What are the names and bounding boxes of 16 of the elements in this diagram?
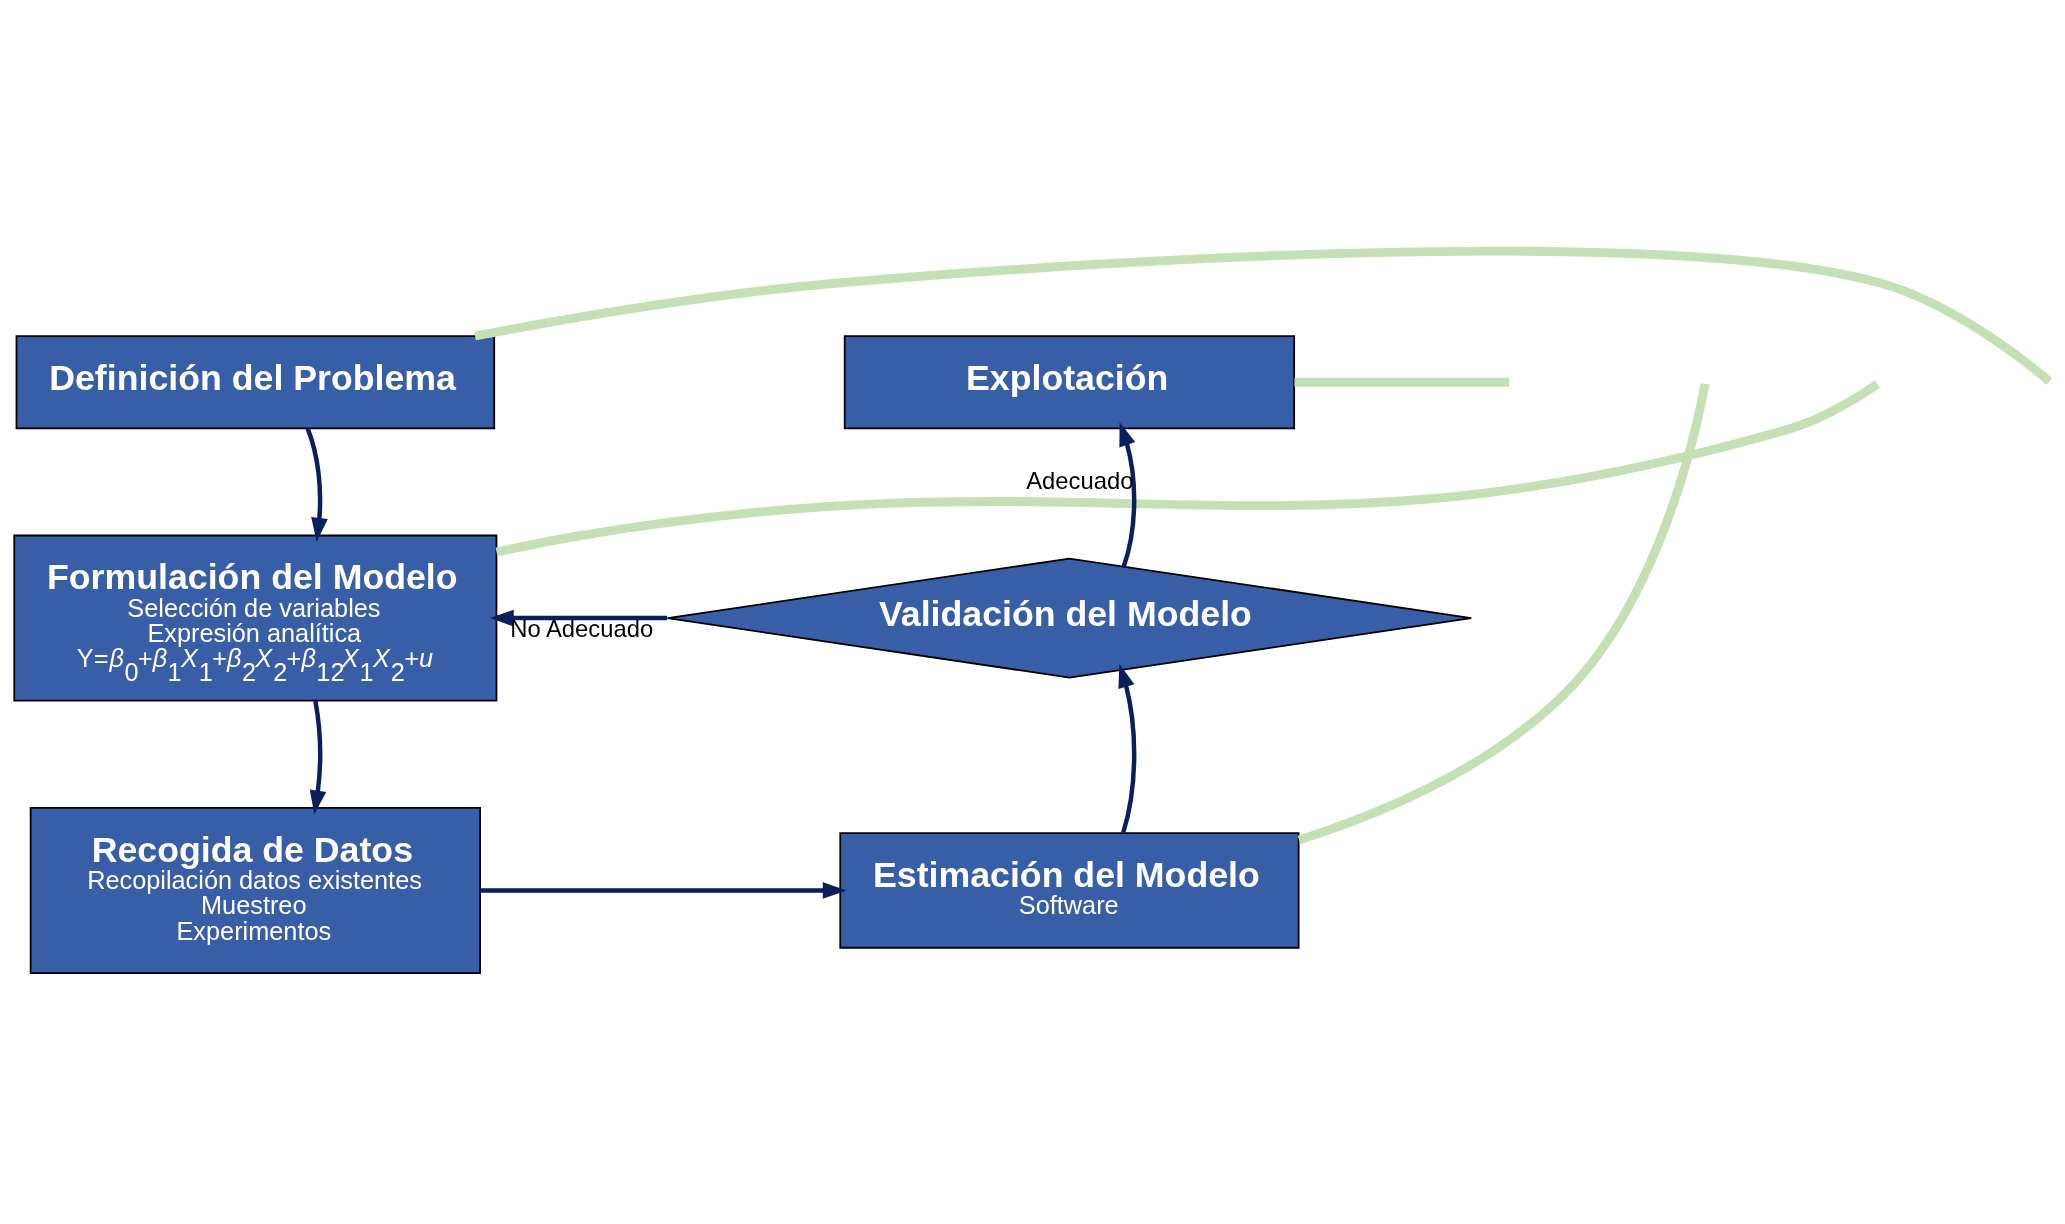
arrow	[489, 609, 668, 627]
arrow	[309, 700, 327, 815]
node-box: Definición del Problema	[15, 335, 496, 430]
connector	[495, 380, 1880, 557]
arrow	[305, 427, 328, 542]
connector	[1297, 383, 1710, 845]
arrow	[480, 882, 847, 899]
arrow	[1118, 663, 1137, 834]
arrow	[1119, 422, 1137, 568]
node-box: Explotación	[843, 335, 1296, 430]
node-diamond: Validación del Modelo	[666, 557, 1473, 679]
connector	[474, 246, 2053, 385]
node-box: Recogida de Datos Recopilación datos existentes Muestreo Experimentos	[29, 806, 481, 974]
edge-label: No Adecuado	[510, 615, 654, 643]
node-box: Estimación del Modelo Software	[839, 832, 1300, 949]
connector	[1294, 377, 1510, 387]
